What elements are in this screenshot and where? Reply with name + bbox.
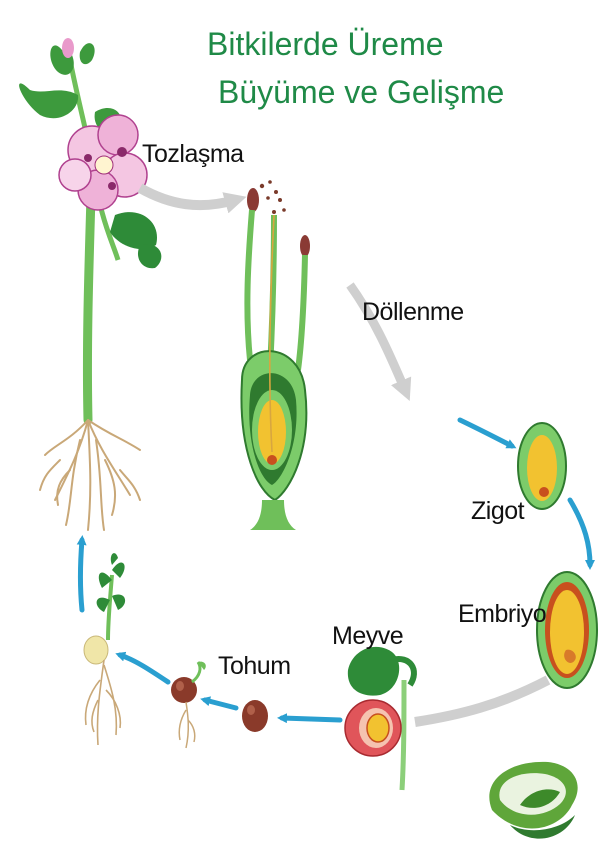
fruit-icon [344,646,417,791]
plant-icon [19,38,162,531]
cycle-arrow-seed-germinating [200,696,239,711]
title-line-1: Bitkilerde Üreme [207,26,444,62]
label-fruit: Meyve [332,622,404,650]
cycle-arrow-fruit-seed [277,713,343,724]
fertilization-arrow [346,282,412,402]
embryo-to-fruit-arrow [414,675,551,727]
cycle-arrow-zygote-embryo [567,497,595,570]
seedling-icon [83,553,126,746]
pollination-arrow [137,183,247,214]
cycle-arrow-fertilization-zygote [457,417,517,449]
label-seed: Tohum [218,652,291,680]
label-zygote: Zigot [471,497,525,525]
cycle-arrow-germinating-seedling [115,651,171,685]
logo-icon [489,761,578,839]
label-pollination: Tozlaşma [142,140,244,168]
zygote-icon [517,422,567,510]
title-line-2: Büyüme ve Gelişme [218,74,505,110]
embryo-icon [536,571,598,689]
germinating-seed-icon [171,661,206,749]
label-fertilization: Döllenme [362,298,464,326]
pistil-icon [240,180,310,530]
cycle-arrow-seedling-plant [76,535,87,613]
seed-icon [242,700,268,732]
label-embryo: Embriyo [458,600,547,628]
